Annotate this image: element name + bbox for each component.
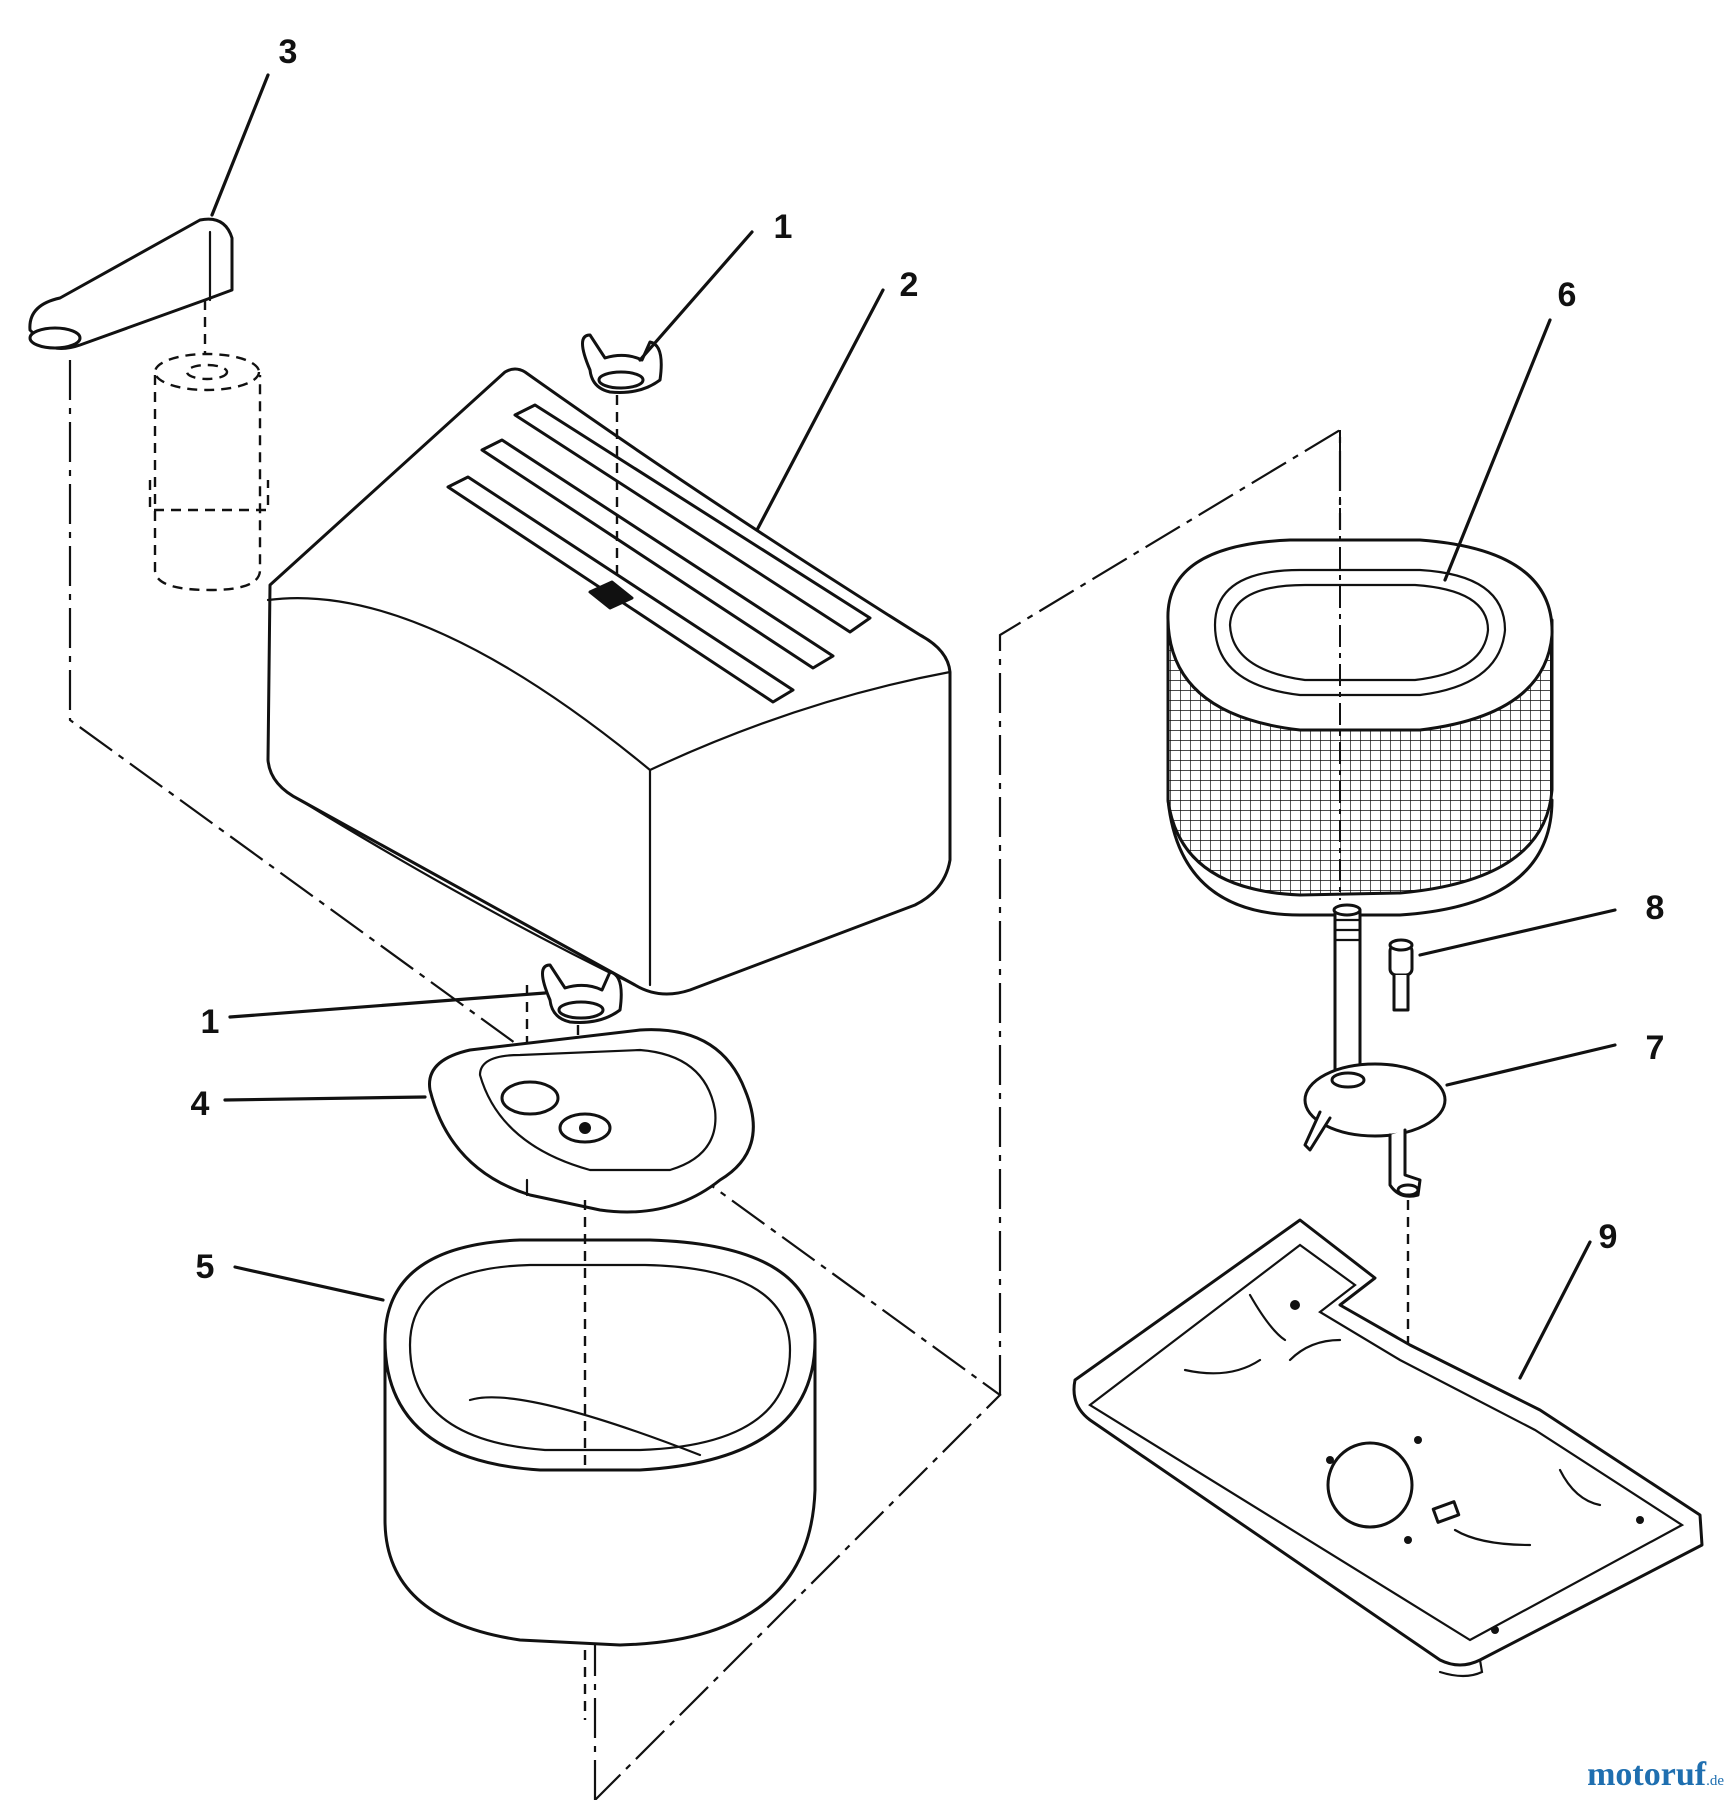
watermark-suffix: .de xyxy=(1706,1773,1724,1789)
callout-4: 4 xyxy=(191,1085,210,1123)
part-5-air-cleaner-bowl xyxy=(383,1200,817,1720)
part-1-wing-nut-top xyxy=(581,333,663,580)
part-8-screw xyxy=(1388,938,1414,1012)
callout-labels: 3 1 2 1 4 5 6 7 8 9 xyxy=(191,33,1665,1286)
part-9-back-plate xyxy=(1072,1218,1704,1678)
part-4-base-plate xyxy=(428,1028,755,1214)
part-7-bracket-stud xyxy=(1303,903,1447,1420)
callout-5: 5 xyxy=(196,1248,215,1286)
part-6-filter-element xyxy=(1166,430,1554,917)
part-3-breather-tube xyxy=(28,217,270,592)
watermark-brand: motoruf xyxy=(1587,1756,1707,1793)
callout-1-bottom: 1 xyxy=(201,1003,220,1041)
callout-2: 2 xyxy=(900,266,919,304)
callout-7: 7 xyxy=(1646,1029,1665,1067)
callout-1-top: 1 xyxy=(774,208,793,246)
callout-9: 9 xyxy=(1599,1218,1618,1256)
watermark-logo: motoruf.de xyxy=(1587,1756,1724,1794)
callout-8: 8 xyxy=(1646,889,1665,927)
callout-6: 6 xyxy=(1558,276,1577,314)
leader-lines xyxy=(210,73,1617,1380)
part-2-air-cleaner-cover xyxy=(266,367,952,996)
callout-3: 3 xyxy=(279,33,298,71)
